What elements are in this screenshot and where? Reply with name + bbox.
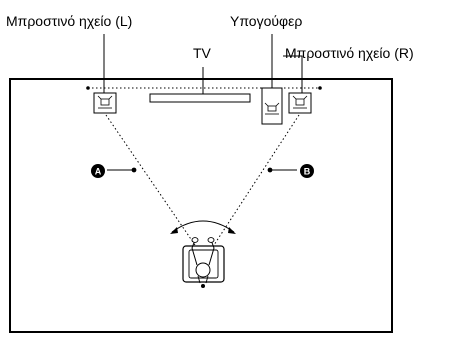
- path-b-dotted-line: [213, 114, 300, 246]
- front-wall-right-dot: [318, 86, 322, 90]
- marker-a-dot: [131, 167, 137, 173]
- listener-armchair-icon: [182, 237, 225, 284]
- marker-a-label: A: [95, 167, 102, 177]
- label-subwoofer: Υπογούφερ: [230, 13, 302, 29]
- leader-front-right: [283, 55, 303, 97]
- marker-b-label: B: [304, 167, 311, 177]
- arc-arrow-left: [170, 227, 178, 234]
- label-tv: TV: [193, 45, 212, 61]
- marker-b-badge: B: [300, 164, 314, 178]
- front-wall-left-dot: [86, 86, 90, 90]
- room-outline: [9, 78, 393, 333]
- path-a-dotted-line: [105, 114, 196, 246]
- listener-position-dot: [201, 284, 205, 288]
- label-front-right-speaker: Μπροστινό ηχείο (R): [285, 45, 414, 61]
- marker-b-dot: [267, 167, 273, 173]
- front-right-speaker-icon: [288, 92, 312, 114]
- marker-a-badge: A: [91, 164, 105, 178]
- subwoofer-icon: [261, 87, 283, 125]
- arc-arrow-right: [228, 227, 236, 234]
- tv-bar-icon: [149, 93, 251, 103]
- front-left-speaker-icon: [93, 92, 117, 114]
- label-front-left-speaker: Μπροστινό ηχείο (L): [6, 13, 132, 29]
- listening-angle-arc: [171, 220, 235, 233]
